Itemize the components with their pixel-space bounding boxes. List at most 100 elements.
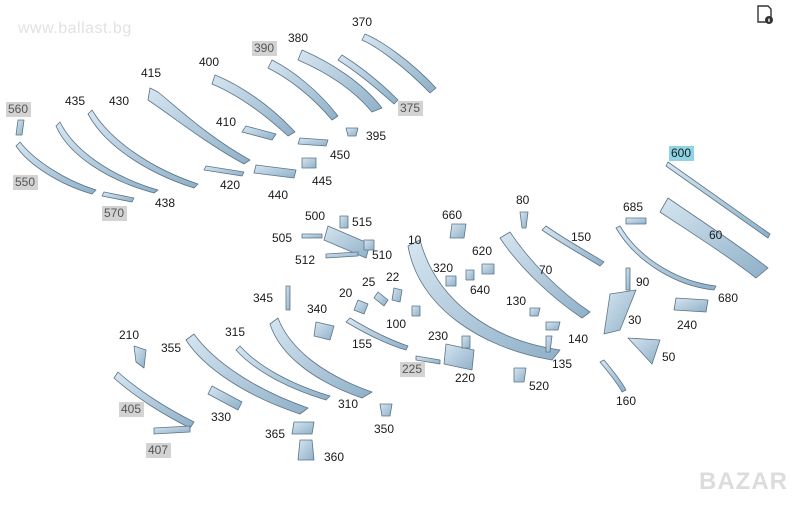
part-label-320[interactable]: 320 bbox=[433, 261, 453, 275]
part-label-685[interactable]: 685 bbox=[623, 200, 643, 214]
part-label-30[interactable]: 30 bbox=[628, 313, 642, 327]
part-label-512[interactable]: 512 bbox=[295, 253, 315, 267]
part-shape-390 bbox=[267, 59, 339, 121]
part-shape-155 bbox=[345, 317, 409, 351]
part-shape-25 bbox=[373, 291, 389, 307]
part-label-210[interactable]: 210 bbox=[119, 328, 139, 342]
part-label-315[interactable]: 315 bbox=[225, 325, 245, 339]
part-shape-330 bbox=[207, 385, 243, 411]
part-label-50[interactable]: 50 bbox=[662, 350, 676, 364]
part-label-160[interactable]: 160 bbox=[616, 394, 636, 408]
part-label-80[interactable]: 80 bbox=[516, 193, 530, 207]
part-label-355[interactable]: 355 bbox=[161, 341, 181, 355]
part-label-310[interactable]: 310 bbox=[338, 397, 358, 411]
part-shape-570 bbox=[101, 191, 135, 203]
part-label-620[interactable]: 620 bbox=[472, 244, 492, 258]
part-shape-685 bbox=[625, 217, 647, 225]
part-shape-240 bbox=[673, 297, 709, 313]
part-label-230[interactable]: 230 bbox=[428, 329, 448, 343]
part-shape-445 bbox=[301, 157, 317, 169]
part-label-550[interactable]: 550 bbox=[15, 175, 35, 189]
part-shape-22 bbox=[391, 287, 403, 303]
part-shape-680 bbox=[615, 225, 717, 291]
part-label-100[interactable]: 100 bbox=[386, 317, 406, 331]
part-shape-90 bbox=[625, 267, 631, 291]
part-label-390[interactable]: 390 bbox=[254, 41, 274, 55]
part-label-640[interactable]: 640 bbox=[470, 283, 490, 297]
part-label-410[interactable]: 410 bbox=[216, 115, 236, 129]
part-label-90[interactable]: 90 bbox=[636, 275, 650, 289]
part-label-360[interactable]: 360 bbox=[324, 450, 344, 464]
part-label-380[interactable]: 380 bbox=[288, 31, 308, 45]
part-label-10[interactable]: 10 bbox=[408, 233, 422, 247]
part-label-515[interactable]: 515 bbox=[352, 215, 372, 229]
part-label-highlight-390 bbox=[252, 41, 277, 56]
part-shape-355 bbox=[185, 333, 309, 415]
part-label-430[interactable]: 430 bbox=[109, 94, 129, 108]
part-label-560[interactable]: 560 bbox=[8, 102, 28, 116]
part-label-370[interactable]: 370 bbox=[352, 15, 372, 29]
part-label-330[interactable]: 330 bbox=[211, 410, 231, 424]
part-shape-405 bbox=[113, 371, 195, 429]
part-label-400[interactable]: 400 bbox=[199, 55, 219, 69]
part-label-505[interactable]: 505 bbox=[272, 231, 292, 245]
part-shape-395 bbox=[345, 127, 359, 137]
part-label-365[interactable]: 365 bbox=[265, 427, 285, 441]
part-shape-80 bbox=[519, 211, 529, 229]
part-label-150[interactable]: 150 bbox=[571, 230, 591, 244]
part-shape-510 bbox=[363, 239, 375, 251]
part-label-130[interactable]: 130 bbox=[506, 294, 526, 308]
part-label-415[interactable]: 415 bbox=[141, 66, 161, 80]
part-label-240[interactable]: 240 bbox=[677, 318, 697, 332]
part-shape-440 bbox=[253, 164, 297, 179]
part-label-135[interactable]: 135 bbox=[552, 357, 572, 371]
part-label-highlight-600 bbox=[669, 146, 694, 161]
part-label-20[interactable]: 20 bbox=[339, 286, 353, 300]
part-shape-512 bbox=[325, 251, 359, 259]
part-shape-380 bbox=[297, 49, 383, 113]
part-label-435[interactable]: 435 bbox=[65, 94, 85, 108]
part-shape-560 bbox=[15, 119, 25, 136]
part-shape-420 bbox=[203, 165, 245, 177]
part-label-570[interactable]: 570 bbox=[104, 206, 124, 220]
part-label-25[interactable]: 25 bbox=[362, 275, 376, 289]
part-label-highlight-225 bbox=[400, 362, 425, 377]
part-shape-225 bbox=[415, 355, 441, 365]
part-label-680[interactable]: 680 bbox=[718, 291, 738, 305]
part-shape-10 bbox=[407, 239, 561, 361]
part-label-220[interactable]: 220 bbox=[455, 371, 475, 385]
part-label-420[interactable]: 420 bbox=[220, 178, 240, 192]
part-label-440[interactable]: 440 bbox=[268, 188, 288, 202]
part-label-155[interactable]: 155 bbox=[352, 337, 372, 351]
part-shape-370 bbox=[361, 33, 437, 94]
part-label-520[interactable]: 520 bbox=[529, 379, 549, 393]
document-info-icon[interactable] bbox=[754, 4, 776, 26]
part-label-405[interactable]: 405 bbox=[121, 402, 141, 416]
part-label-140[interactable]: 140 bbox=[568, 332, 588, 346]
part-label-600[interactable]: 600 bbox=[671, 146, 691, 160]
part-label-highlight-560 bbox=[6, 102, 31, 117]
part-shape-230 bbox=[461, 335, 471, 349]
part-label-450[interactable]: 450 bbox=[330, 148, 350, 162]
part-label-510[interactable]: 510 bbox=[372, 248, 392, 262]
part-label-375[interactable]: 375 bbox=[400, 101, 420, 115]
part-label-345[interactable]: 345 bbox=[253, 291, 273, 305]
part-label-340[interactable]: 340 bbox=[307, 302, 327, 316]
part-shape-315 bbox=[269, 317, 373, 399]
part-label-500[interactable]: 500 bbox=[305, 209, 325, 223]
part-label-22[interactable]: 22 bbox=[386, 270, 400, 284]
part-label-660[interactable]: 660 bbox=[442, 208, 462, 222]
part-shape-600 bbox=[665, 161, 771, 239]
part-label-70[interactable]: 70 bbox=[539, 263, 553, 277]
part-label-438[interactable]: 438 bbox=[155, 196, 175, 210]
part-shape-520 bbox=[513, 367, 527, 383]
part-label-350[interactable]: 350 bbox=[374, 422, 394, 436]
part-shape-430 bbox=[87, 109, 199, 189]
part-label-60[interactable]: 60 bbox=[709, 228, 723, 242]
part-shape-345 bbox=[285, 285, 291, 311]
part-label-445[interactable]: 445 bbox=[312, 174, 332, 188]
part-label-407[interactable]: 407 bbox=[148, 443, 168, 457]
part-shape-410 bbox=[241, 125, 277, 141]
part-label-225[interactable]: 225 bbox=[402, 362, 422, 376]
part-label-395[interactable]: 395 bbox=[366, 129, 386, 143]
